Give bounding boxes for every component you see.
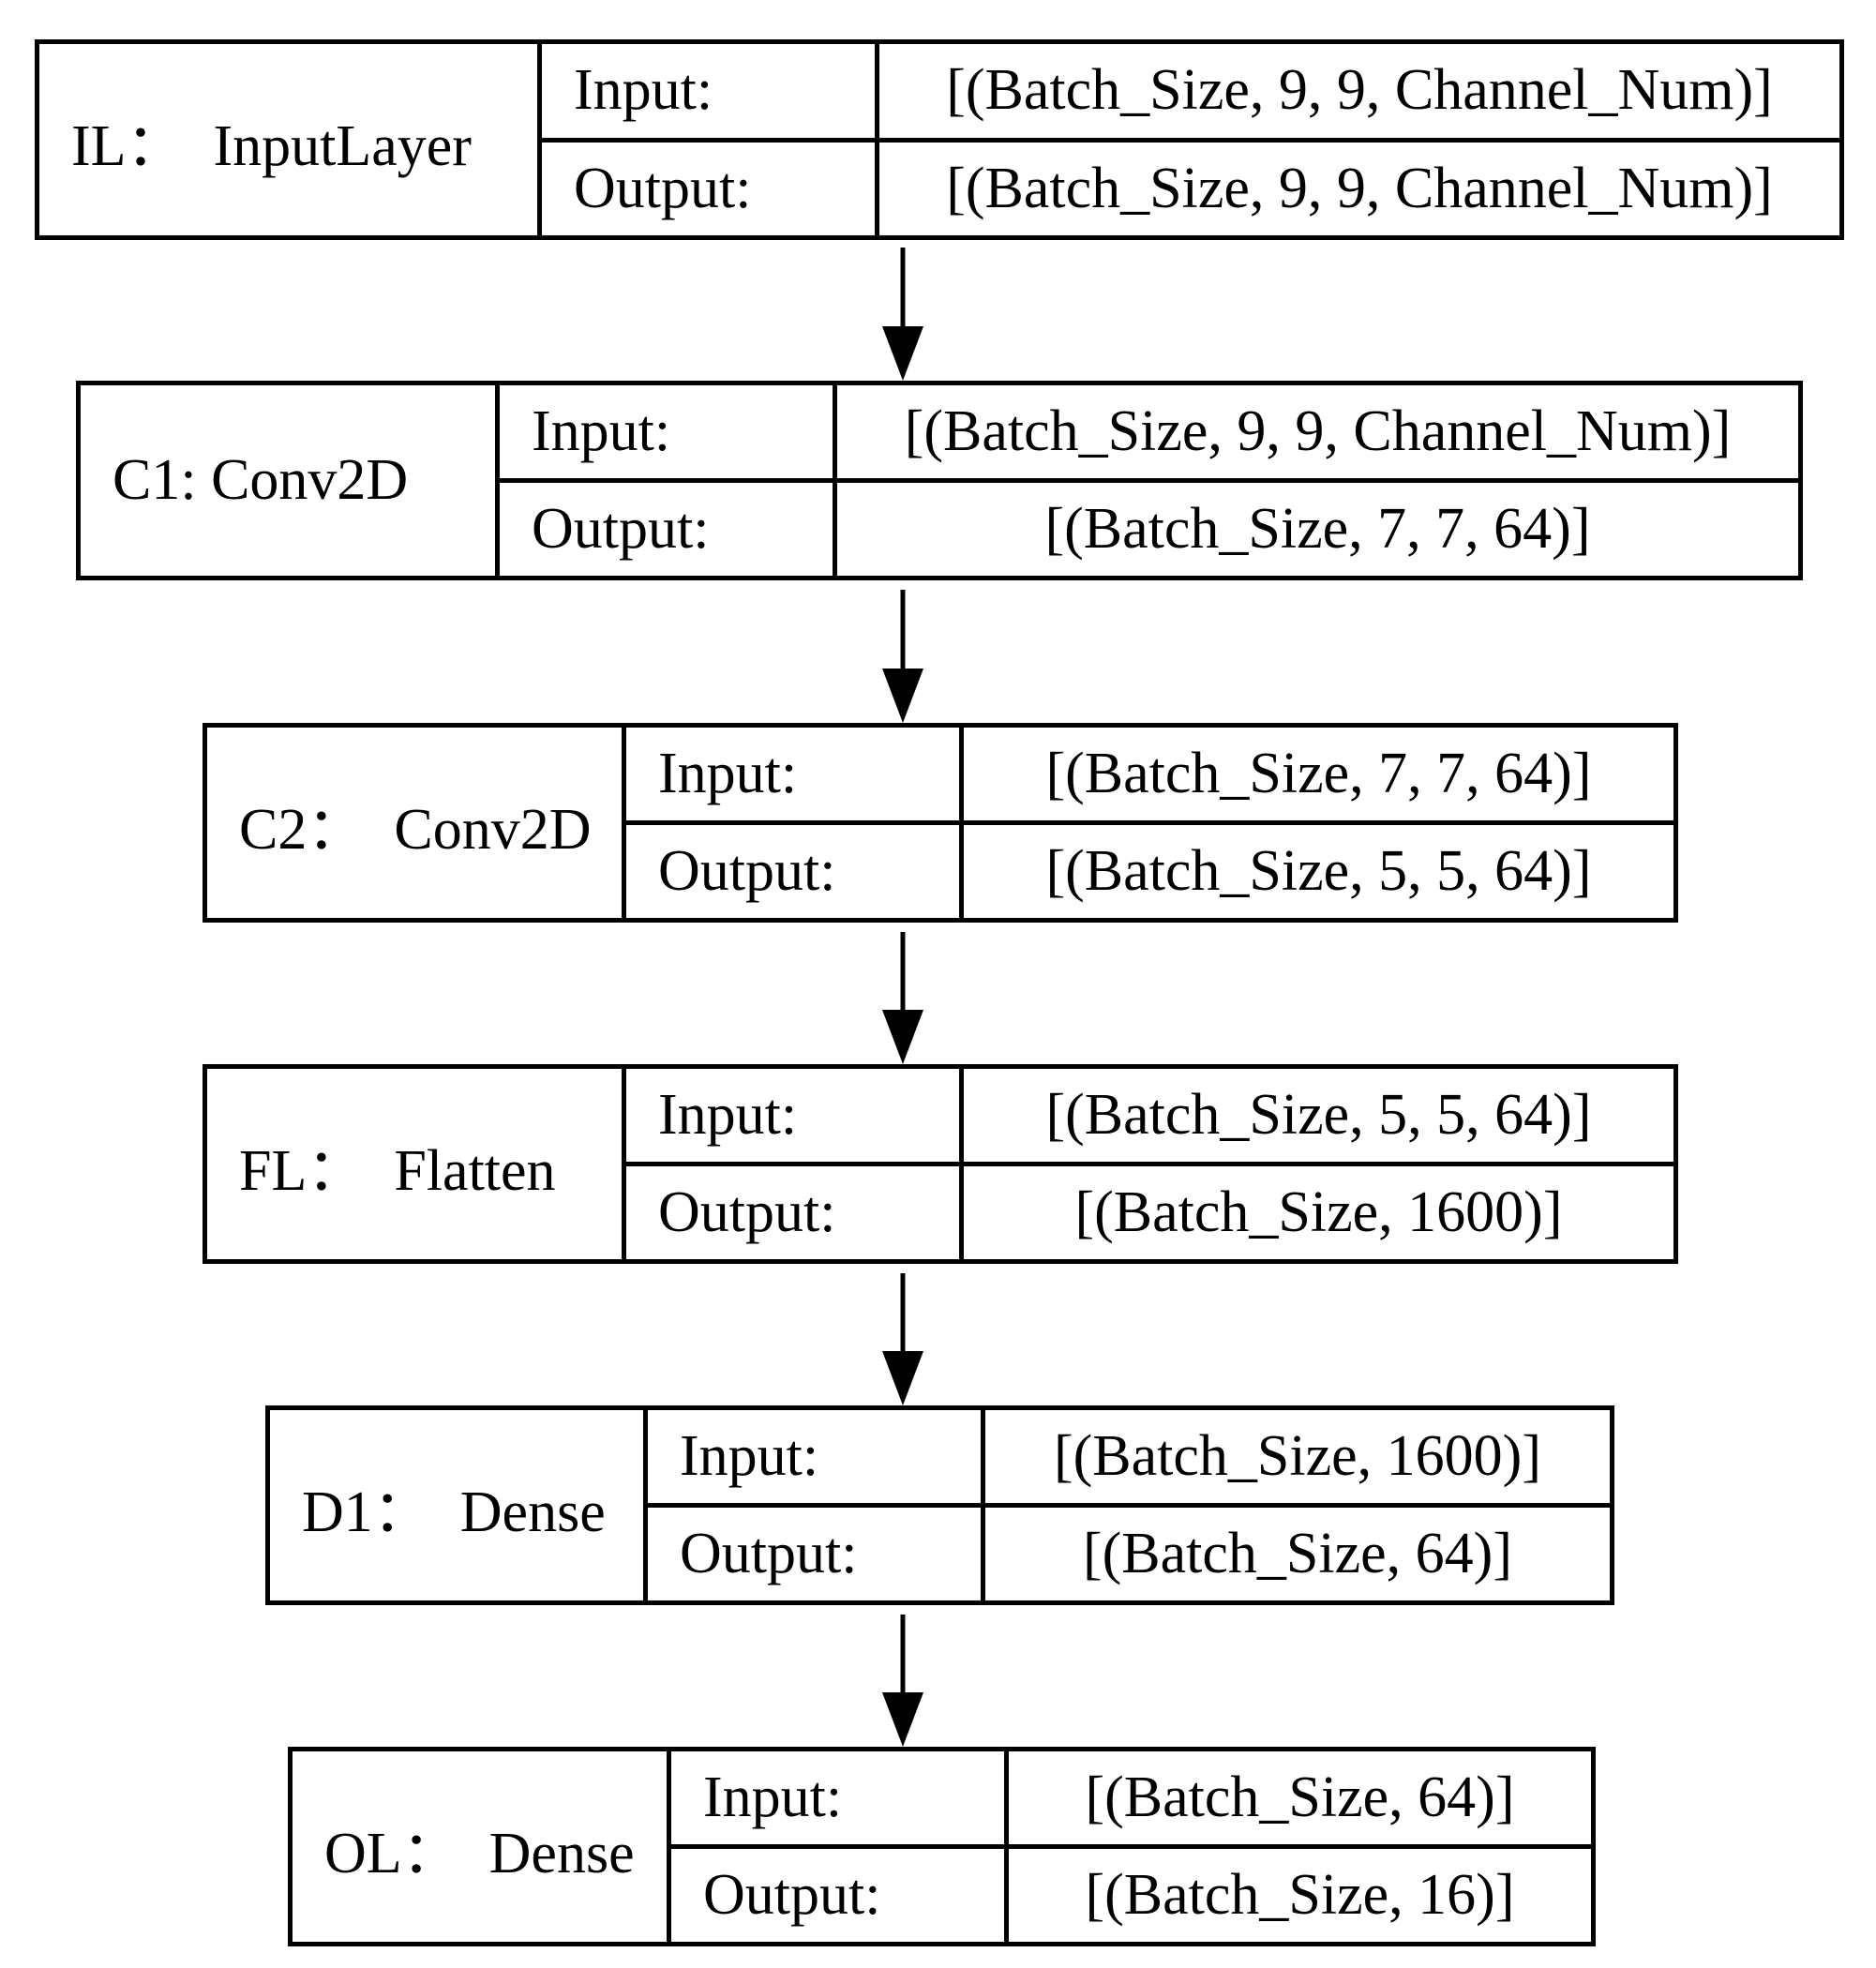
input-shape: [(Batch_Size, 5, 5, 64)] <box>964 1069 1673 1166</box>
arrow-down-icon <box>882 590 923 723</box>
layer-box-ol: OL： Dense Input: Output: [(Batch_Size, 6… <box>288 1747 1596 1946</box>
shape-column: [(Batch_Size, 64)] [(Batch_Size, 16)] <box>1009 1751 1591 1942</box>
output-shape: [(Batch_Size, 5, 5, 64)] <box>1045 839 1592 903</box>
input-shape: [(Batch_Size, 9, 9, Channel_Num)] <box>879 44 1839 143</box>
shape-column: [(Batch_Size, 1600)] [(Batch_Size, 64)] <box>985 1410 1610 1600</box>
output-label: Output: <box>532 497 710 561</box>
input-shape: [(Batch_Size, 64)] <box>1009 1751 1591 1849</box>
layer-name: D1： Dense <box>270 1410 648 1600</box>
layer-name: FL： Flatten <box>207 1069 626 1259</box>
input-label: Input: <box>542 44 875 143</box>
arrow-down-icon <box>882 1273 923 1405</box>
shape-column: [(Batch_Size, 5, 5, 64)] [(Batch_Size, 1… <box>964 1069 1673 1259</box>
input-label: Input: <box>648 1410 981 1508</box>
output-label: Output: <box>703 1863 881 1927</box>
layer-name: C2： Conv2D <box>207 728 626 918</box>
output-label: Output: <box>574 156 752 220</box>
arrow-down-icon <box>882 248 923 381</box>
io-label-column: Input: Output: <box>500 385 837 576</box>
io-label-column: Input: Output: <box>542 44 879 235</box>
input-shape: [(Batch_Size, 9, 9, Channel_Num)] <box>837 385 1798 483</box>
arrow-down-icon <box>882 932 923 1064</box>
output-label: Output: <box>680 1522 858 1585</box>
output-shape: [(Batch_Size, 1600)] <box>1074 1180 1563 1244</box>
input-label: Input: <box>626 1069 959 1166</box>
input-label: Input: <box>626 728 959 825</box>
layer-box-d1: D1： Dense Input: Output: [(Batch_Size, 1… <box>265 1405 1614 1605</box>
arrow-down-icon <box>882 1615 923 1747</box>
shape-column: [(Batch_Size, 9, 9, Channel_Num)] [(Batc… <box>879 44 1839 235</box>
output-label: Output: <box>658 1180 836 1244</box>
output-shape: [(Batch_Size, 7, 7, 64)] <box>1044 497 1591 561</box>
input-label: Input: <box>671 1751 1004 1849</box>
output-shape: [(Batch_Size, 9, 9, Channel_Num)] <box>946 156 1773 220</box>
io-label-column: Input: Output: <box>671 1751 1009 1942</box>
layer-box-fl: FL： Flatten Input: Output: [(Batch_Size,… <box>203 1064 1678 1264</box>
input-shape: [(Batch_Size, 7, 7, 64)] <box>964 728 1673 825</box>
output-label: Output: <box>658 839 836 903</box>
io-label-column: Input: Output: <box>626 1069 964 1259</box>
layer-box-il: IL： InputLayer Input: Output: [(Batch_Si… <box>35 39 1844 240</box>
io-label-column: Input: Output: <box>648 1410 985 1600</box>
output-shape: [(Batch_Size, 16)] <box>1085 1863 1515 1927</box>
shape-column: [(Batch_Size, 7, 7, 64)] [(Batch_Size, 5… <box>964 728 1673 918</box>
layer-name: OL： Dense <box>293 1751 671 1942</box>
output-shape: [(Batch_Size, 64)] <box>1083 1522 1512 1585</box>
input-shape: [(Batch_Size, 1600)] <box>985 1410 1610 1508</box>
layer-name: C1: Conv2D <box>81 385 500 576</box>
layer-name: IL： InputLayer <box>39 44 542 235</box>
io-label-column: Input: Output: <box>626 728 964 918</box>
layer-box-c2: C2： Conv2D Input: Output: [(Batch_Size, … <box>203 723 1678 923</box>
input-label: Input: <box>500 385 833 483</box>
layer-box-c1: C1: Conv2D Input: Output: [(Batch_Size, … <box>76 381 1803 580</box>
shape-column: [(Batch_Size, 9, 9, Channel_Num)] [(Batc… <box>837 385 1798 576</box>
